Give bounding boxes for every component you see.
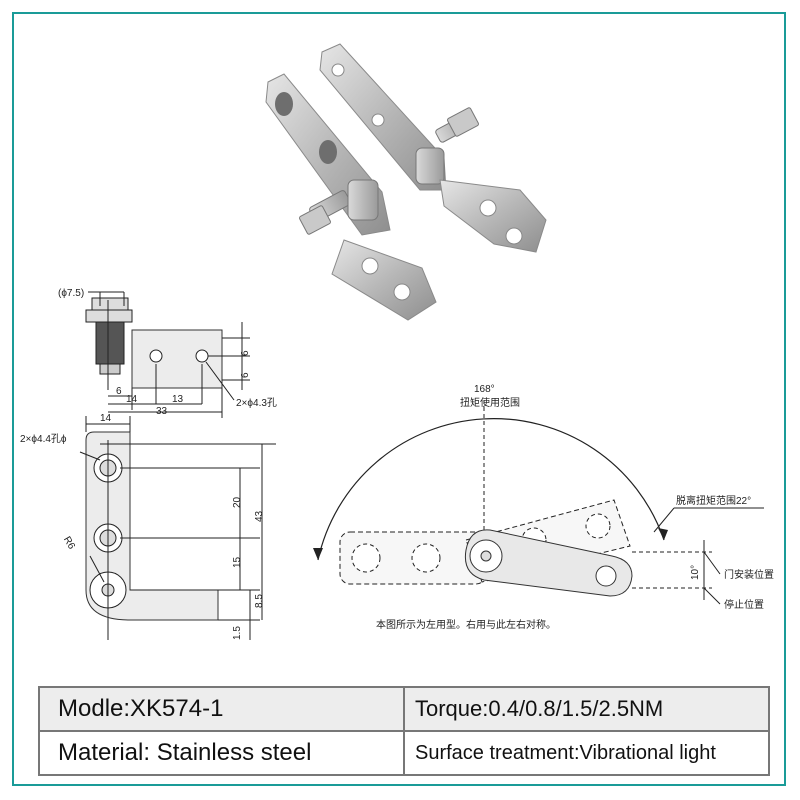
angle-10: 10°	[690, 565, 701, 580]
dim-1-5: 1.5	[232, 626, 243, 640]
large-view	[79, 416, 276, 640]
dim-pin-diameter: (ϕ7.5)	[58, 288, 84, 299]
door-install-label: 门安装位置	[724, 568, 774, 581]
torque-cell: Torque:0.4/0.8/1.5/2.5NM	[403, 686, 770, 732]
dim-6-left: 6	[116, 386, 122, 397]
stop-label: 停止位置	[724, 598, 764, 611]
diagram-note: 本图所示为左用型。右用与此左右对称。	[376, 618, 556, 631]
dim-6-top: 6	[240, 350, 251, 356]
rotation-diagram	[313, 400, 764, 605]
dim-43: 43	[254, 510, 265, 522]
dim-20: 20	[232, 496, 243, 508]
spec-table: Modle:XK574-1 Torque:0.4/0.8/1.5/2.5NM M…	[38, 686, 770, 776]
dim-14-top: 14	[100, 413, 112, 424]
torque-range-label: 扭矩使用范围	[460, 396, 520, 409]
dim-13: 13	[172, 394, 184, 405]
dim-14: 14	[126, 394, 138, 405]
dim-33: 33	[156, 406, 168, 417]
surface-cell: Surface treatment:Vibrational light	[403, 730, 770, 776]
dim-6-bottom: 6	[240, 372, 251, 378]
holes-label-small: 2×ϕ4.3孔	[236, 397, 277, 409]
radius-label: R6	[61, 535, 77, 552]
release-label: 脱离扭矩范围22°	[676, 494, 751, 507]
material-cell: Material: Stainless steel	[38, 730, 405, 776]
angle-168: 168°	[474, 384, 495, 395]
spec-row-1: Modle:XK574-1 Torque:0.4/0.8/1.5/2.5NM	[38, 686, 770, 732]
left-hinge	[265, 73, 437, 321]
product-photo	[265, 43, 547, 321]
small-view	[85, 291, 250, 418]
dim-15: 15	[232, 556, 243, 568]
right-hinge	[319, 43, 547, 253]
spec-row-2: Material: Stainless steel Surface treatm…	[38, 730, 770, 776]
technical-drawing: (ϕ7.5) 6 14 13 33 6 6 2×ϕ4.3孔 14 2×ϕ4.4孔…	[20, 288, 774, 640]
dim-8-5: 8.5	[254, 594, 265, 608]
model-cell: Modle:XK574-1	[38, 686, 405, 732]
holes-label-large: 2×ϕ4.4孔ϕ	[20, 433, 67, 445]
